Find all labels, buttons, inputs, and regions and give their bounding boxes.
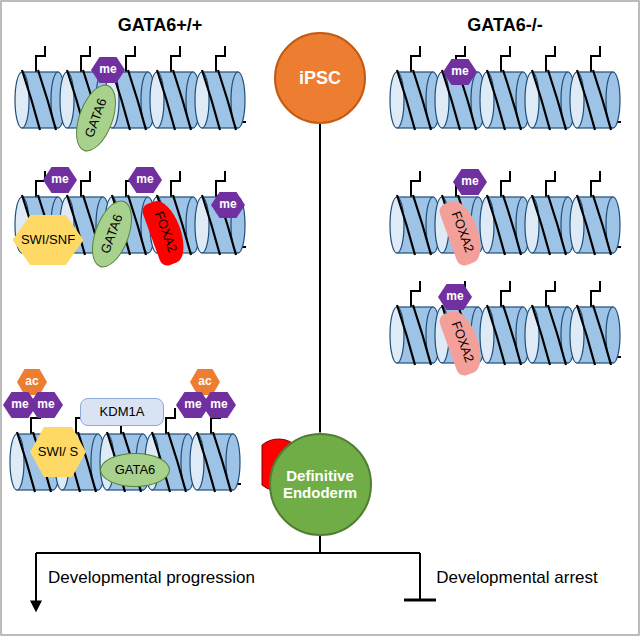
stage-circle: iPSC xyxy=(274,32,366,124)
nucleosome xyxy=(150,46,200,130)
nucleosome xyxy=(190,408,240,492)
outcome-label: Developmental progression xyxy=(46,568,257,589)
node-label: iPSC xyxy=(299,68,341,89)
nucleosome xyxy=(195,171,245,255)
chromatin-row xyxy=(390,46,621,130)
panel-heading: GATA6+/+ xyxy=(116,15,205,37)
nucleosome xyxy=(570,171,620,255)
nucleosome xyxy=(525,46,575,130)
chromatin-row xyxy=(390,171,621,255)
nucleosome xyxy=(390,46,440,130)
nucleosome xyxy=(480,281,530,365)
chromatin-row xyxy=(15,46,246,130)
outcome-label: Developmental arrest xyxy=(434,568,600,589)
stage-connector xyxy=(319,124,321,433)
protein-label: GATA6 xyxy=(100,453,170,487)
panel-heading: GATA6-/- xyxy=(465,15,545,37)
chromatin-row xyxy=(390,281,621,365)
nucleosome xyxy=(525,171,575,255)
outcome-branch xyxy=(36,536,436,611)
nucleosome xyxy=(570,46,620,130)
protein-label: KDM1A xyxy=(80,398,164,426)
nucleosome xyxy=(390,171,440,255)
nucleosome xyxy=(195,46,245,130)
nucleosome xyxy=(435,46,485,130)
nucleosome xyxy=(570,281,620,365)
nucleosome xyxy=(390,281,440,365)
nucleosome xyxy=(525,281,575,365)
nucleosome xyxy=(480,46,530,130)
nucleosome xyxy=(480,171,530,255)
stage-circle: Definitive Endoderm xyxy=(269,433,372,536)
node-label: Definitive Endoderm xyxy=(278,467,362,502)
nucleosome xyxy=(15,46,65,130)
